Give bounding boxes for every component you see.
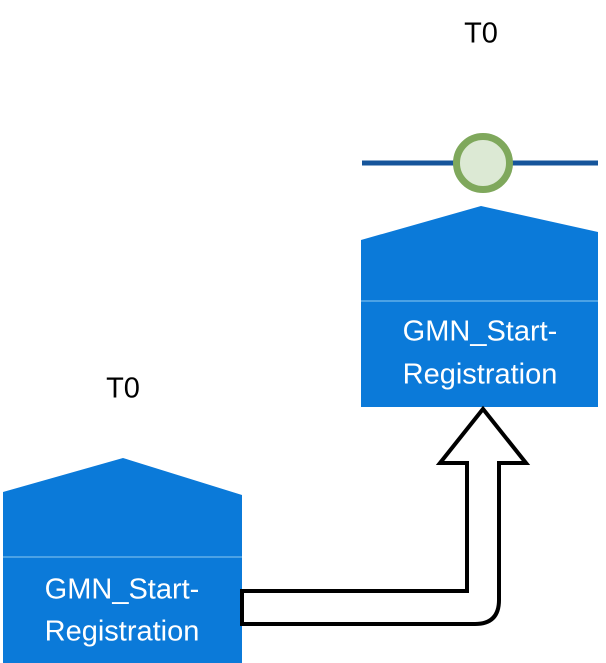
lower-pentagon-shape: [3, 458, 242, 663]
upper-pentagon-shape: [361, 206, 598, 407]
lower-pentagon-node[interactable]: GMN_Start- Registration: [3, 458, 242, 663]
green-circle-event-marker[interactable]: [453, 133, 513, 193]
flow-arrow[interactable]: [240, 405, 531, 626]
lower-pentagon-label-line1: GMN_Start-: [45, 574, 200, 606]
upper-pentagon-node[interactable]: GMN_Start- Registration: [361, 206, 598, 407]
event-circle-fill: [453, 133, 513, 193]
time-label-lower: T0: [106, 373, 140, 405]
time-label-upper: T0: [464, 18, 498, 50]
upper-pentagon-label-line2: Registration: [403, 359, 558, 391]
upper-pentagon-label-line1: GMN_Start-: [403, 316, 558, 348]
lower-pentagon-label-line2: Registration: [45, 616, 200, 648]
